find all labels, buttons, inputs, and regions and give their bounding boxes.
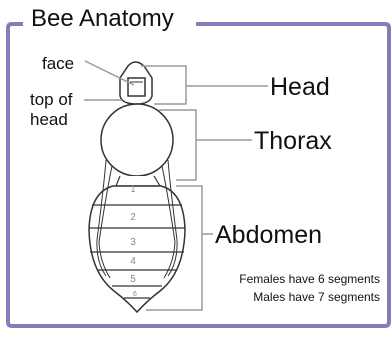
bee-abdomen [89,186,185,312]
head-label: Head [270,73,330,101]
top-of-head-label-line1: top of [30,90,73,109]
segment-number-2: 2 [130,212,136,223]
females-note: Females have 6 segments [239,272,380,286]
face-region [128,78,145,96]
face-label: face [42,54,74,73]
segment-number-1: 1 [130,184,135,194]
bee-thorax [101,104,173,176]
top-of-head-label-line2: head [30,110,68,129]
segment-number-4: 4 [130,256,136,267]
thorax-label: Thorax [254,127,332,155]
segment-number-5: 5 [130,274,136,285]
segment-number-6: 6 [133,291,137,298]
bee-head [120,62,152,104]
segment-number-3: 3 [130,237,136,248]
males-note: Males have 7 segments [253,290,380,304]
head-bracket [141,66,268,104]
diagram-title: Bee Anatomy [27,3,178,35]
abdomen-label: Abdomen [215,221,322,249]
